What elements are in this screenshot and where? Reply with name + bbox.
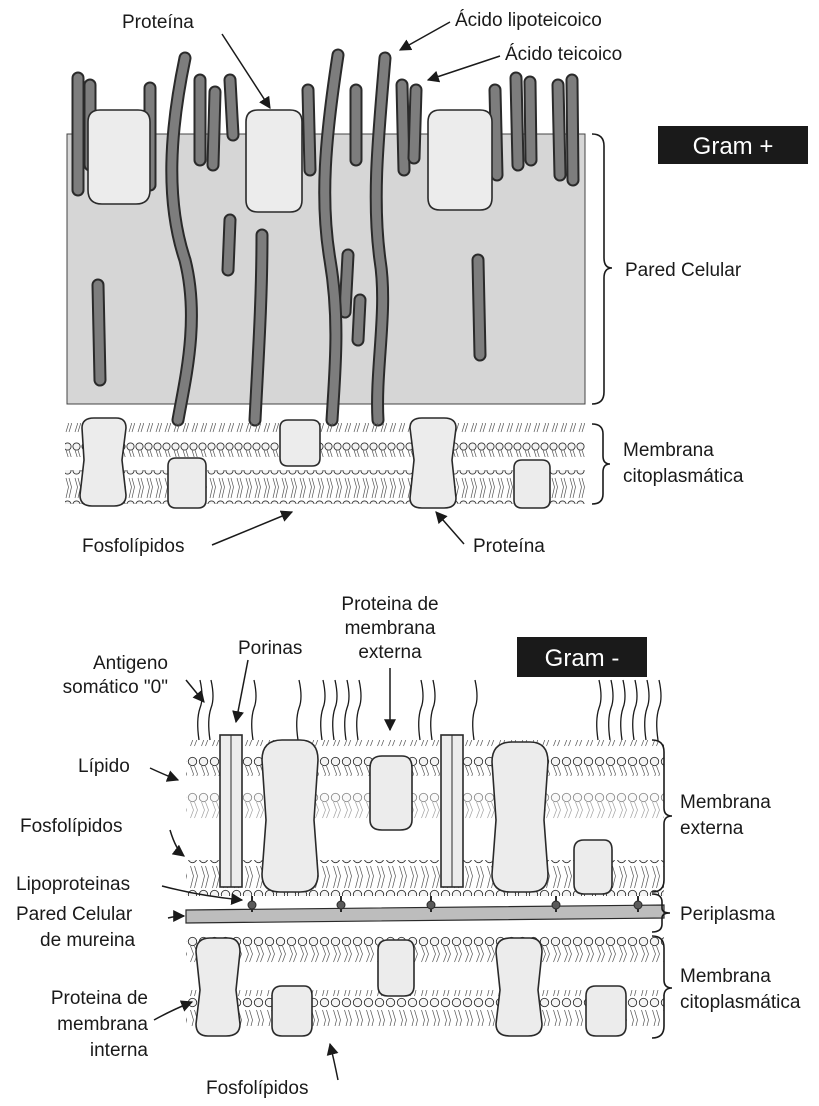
arrow-teichoic bbox=[428, 56, 500, 80]
label-protein-bottom: Proteína bbox=[473, 536, 545, 557]
o-antigen-strands bbox=[198, 680, 661, 740]
label-membrane-line1: Membrana bbox=[623, 440, 714, 461]
label-porins: Porinas bbox=[238, 638, 302, 659]
label-antigen-line1: Antigeno bbox=[93, 653, 168, 674]
arrow-phospholipids-pos bbox=[212, 512, 292, 545]
label-outer-protein-line1: Proteina de bbox=[341, 594, 438, 615]
arrow-porins bbox=[236, 660, 248, 722]
arrow-phospholipids-inner bbox=[330, 1044, 338, 1080]
arrow-murein bbox=[168, 916, 184, 918]
label-phospholipids-pos: Fosfolípidos bbox=[82, 536, 184, 557]
surface-proteins bbox=[88, 110, 492, 212]
inner-membrane bbox=[186, 936, 664, 1036]
label-phospholipids-inner: Fosfolípidos bbox=[206, 1078, 308, 1099]
label-murein-line2: de mureina bbox=[40, 930, 135, 951]
murein-layer bbox=[186, 896, 664, 923]
label-lipid: Lípido bbox=[78, 756, 130, 777]
gram-positive-panel: Gram + Proteína Ácido lipoteicoico Ácido… bbox=[65, 10, 808, 557]
label-murein-line1: Pared Celular bbox=[16, 904, 133, 925]
label-teichoic: Ácido teicoico bbox=[505, 44, 622, 65]
cell-wall-brace bbox=[592, 134, 612, 404]
label-antigen-line2: somático "0" bbox=[63, 677, 168, 698]
label-protein-top: Proteína bbox=[122, 12, 194, 33]
arrow-lipid bbox=[150, 768, 178, 780]
label-outer-protein-line2: membrana bbox=[345, 618, 436, 639]
gram-negative-badge-text: Gram - bbox=[545, 645, 620, 672]
label-lipoteichoic: Ácido lipoteicoico bbox=[455, 10, 602, 31]
label-cell-wall: Pared Celular bbox=[625, 260, 742, 281]
arrow-phospholipids-outer bbox=[170, 830, 184, 856]
label-outer-protein-line3: externa bbox=[358, 642, 422, 663]
label-inner-protein-line1: Proteina de bbox=[51, 988, 148, 1009]
arrow-lipoteichoic bbox=[400, 22, 450, 50]
label-periplasm: Periplasma bbox=[680, 904, 775, 925]
label-outer-membrane-line2: externa bbox=[680, 818, 744, 839]
label-outer-membrane-line1: Membrana bbox=[680, 792, 771, 813]
outer-membrane bbox=[186, 735, 664, 896]
label-inner-protein-line3: interna bbox=[90, 1040, 149, 1061]
label-cyto-membrane-line2: citoplasmática bbox=[680, 992, 801, 1013]
label-phospholipids-outer: Fosfolípidos bbox=[20, 816, 122, 837]
arrow-protein-bottom bbox=[436, 512, 464, 544]
label-inner-protein-line2: membrana bbox=[57, 1014, 148, 1035]
gram-negative-panel: Gram - Antigeno somático "0" Porinas Pro… bbox=[16, 594, 801, 1099]
label-membrane-line2: citoplasmática bbox=[623, 466, 744, 487]
label-cyto-membrane-line1: Membrana bbox=[680, 966, 771, 987]
cytoplasmic-membrane-pos bbox=[65, 418, 585, 508]
membrane-brace-pos bbox=[592, 424, 610, 504]
label-lipoproteins: Lipoproteinas bbox=[16, 874, 130, 895]
gram-positive-badge-text: Gram + bbox=[693, 133, 774, 160]
